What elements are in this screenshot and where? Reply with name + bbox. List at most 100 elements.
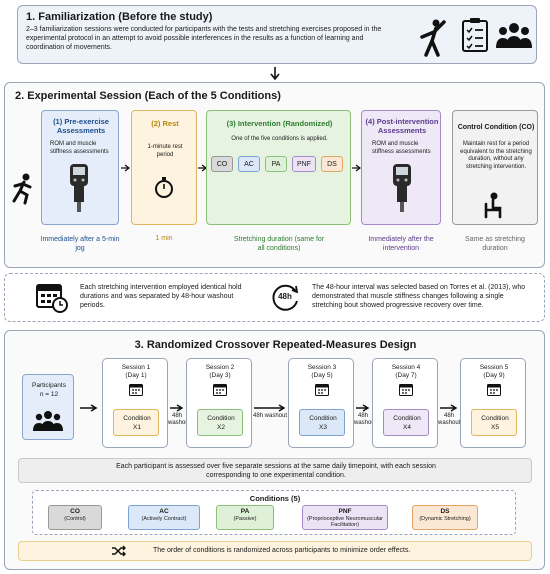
cycle-48h-label: 48h bbox=[278, 292, 292, 301]
group-icon bbox=[496, 23, 532, 48]
stiffness-meter-icon-2 bbox=[393, 164, 411, 212]
summary-bar: Each participant is assessed over five s… bbox=[18, 458, 532, 483]
condition-code: X3 bbox=[319, 424, 327, 431]
calendar-icon bbox=[487, 384, 501, 396]
condition-pnf: PNF (Proprioceptive Neuromuscular Facili… bbox=[302, 505, 388, 530]
condition-code: X1 bbox=[133, 424, 141, 431]
conditions-title: Conditions (5) bbox=[249, 494, 301, 503]
condition-label: Condition bbox=[481, 415, 509, 422]
control-caption: Same as stretching duration bbox=[465, 236, 525, 253]
arrow-participants bbox=[80, 404, 98, 412]
condition-code: X5 bbox=[491, 424, 499, 431]
control-title: Control Condition (CO) bbox=[457, 124, 535, 131]
session-name: Session 3 bbox=[307, 364, 337, 371]
crossover-title: 3. Randomized Crossover Repeated-Measure… bbox=[134, 339, 417, 351]
pre-exercise-desc: ROM and muscle stiffness assessments bbox=[50, 141, 109, 155]
session-card: Session 3 (Day 5) Condition X3 bbox=[288, 358, 354, 448]
condition-name: (Dynamic Stretching) bbox=[419, 516, 471, 523]
intervention-desc: One of the five conditions is applied. bbox=[231, 136, 328, 142]
session-day: (Day 5) bbox=[311, 372, 333, 379]
condition-name: (Passive) bbox=[233, 516, 257, 523]
condition-ds: DS (Dynamic Stretching) bbox=[412, 505, 478, 530]
condition-pa: PA (Passive) bbox=[216, 505, 274, 530]
washout-label: 48h washout bbox=[252, 413, 288, 419]
post-intervention-title: (4) Post-intervention Assessments bbox=[365, 117, 439, 136]
condition-label: Condition bbox=[393, 415, 421, 422]
chip-co: CO bbox=[211, 156, 233, 172]
seated-person-icon bbox=[484, 192, 502, 219]
control-desc: Maintain rest for a period equivalent to… bbox=[460, 141, 532, 170]
session-day: (Day 1) bbox=[125, 372, 147, 379]
notes-panel bbox=[4, 273, 545, 322]
session-condition-box: Condition X3 bbox=[299, 409, 345, 436]
rest-desc: 1-minute rest period bbox=[147, 144, 183, 158]
post-intervention-desc: ROM and muscle stiffness assessments bbox=[372, 141, 431, 155]
stopwatch-icon bbox=[155, 177, 173, 198]
session-name: Session 2 bbox=[205, 364, 235, 371]
chip-pnf: PNF bbox=[292, 156, 316, 172]
runner-icon bbox=[12, 173, 32, 205]
shuffle-icon bbox=[112, 545, 126, 557]
condition-code: X2 bbox=[217, 424, 225, 431]
pre-exercise-caption: Immediately after a 5-min jog bbox=[40, 236, 120, 253]
footer-bar: The order of conditions is randomized ac… bbox=[18, 541, 532, 561]
checklist-icon bbox=[462, 18, 488, 52]
cycle-48h-icon bbox=[272, 284, 299, 311]
session-card: Session 5 (Day 9) Condition X5 bbox=[460, 358, 526, 448]
condition-ac: AC (Actively Contract) bbox=[128, 505, 200, 530]
rest-title: (2) Rest bbox=[151, 119, 179, 128]
condition-name: (Actively Contract) bbox=[141, 516, 187, 523]
session-condition-box: Condition X2 bbox=[197, 409, 243, 436]
session-condition-box: Condition X1 bbox=[113, 409, 159, 436]
condition-code: CO bbox=[70, 508, 80, 515]
calendar-icon bbox=[129, 384, 143, 396]
session-card: Session 1 (Day 1) Condition X1 bbox=[102, 358, 168, 448]
experimental-title: 2. Experimental Session (Each of the 5 C… bbox=[15, 90, 281, 102]
condition-code: AC bbox=[159, 508, 169, 515]
session-arrow bbox=[254, 404, 286, 412]
condition-co: CO (Control) bbox=[48, 505, 102, 530]
condition-name: (Proprioceptive Neuromuscular Facilitati… bbox=[307, 516, 383, 529]
rest-caption: 1 min bbox=[155, 235, 173, 242]
session-day: (Day 9) bbox=[483, 372, 505, 379]
participants-group-icon bbox=[33, 411, 63, 431]
stretching-person-icon bbox=[420, 19, 446, 57]
condition-name: (Control) bbox=[64, 516, 86, 523]
washout-label: 48h washout bbox=[354, 413, 377, 427]
session-arrow bbox=[356, 404, 370, 412]
summary-text: Each participant is assessed over five s… bbox=[116, 463, 436, 480]
familiarization-text: 2–3 familiarization sessions were conduc… bbox=[26, 26, 382, 51]
familiarization-panel: 1. Familiarization (Before the study) 2–… bbox=[17, 5, 537, 64]
session-card: Session 2 (Day 3) Condition X2 bbox=[186, 358, 252, 448]
condition-label: Condition bbox=[309, 415, 337, 422]
condition-label: Condition bbox=[123, 415, 151, 422]
participants-label: Participants bbox=[32, 382, 66, 389]
calendar-icon bbox=[399, 384, 413, 396]
session-condition-box: Condition X4 bbox=[383, 409, 429, 436]
post-intervention-caption: Immediately after the intervention bbox=[368, 236, 434, 253]
footer-text: The order of conditions is randomized ac… bbox=[153, 547, 411, 554]
chip-pa: PA bbox=[265, 156, 287, 172]
notes-right-text: The 48-hour interval was selected based … bbox=[312, 284, 526, 309]
condition-code: X4 bbox=[403, 424, 411, 431]
notes-left-text: Each stretching intervention employed id… bbox=[80, 284, 242, 309]
session-name: Session 5 bbox=[479, 364, 509, 371]
pre-exercise-title: (1) Pre-exercise Assessments bbox=[53, 117, 109, 136]
condition-code: PNF bbox=[338, 508, 352, 515]
session-name: Session 4 bbox=[391, 364, 421, 371]
session-arrow bbox=[170, 404, 184, 412]
pre-exercise-box: (1) Pre-exercise Assessments ROM and mus… bbox=[41, 110, 119, 225]
washout-label: 48h washout bbox=[168, 413, 191, 427]
condition-label: Condition bbox=[207, 415, 235, 422]
calendar-icon bbox=[315, 384, 329, 396]
washout-label: 48h washout bbox=[438, 413, 461, 427]
intervention-caption: Stretching duration (same for all condit… bbox=[233, 236, 325, 253]
participants-count: n = 12 bbox=[39, 391, 59, 398]
chip-ds: DS bbox=[321, 156, 343, 172]
session-card: Session 4 (Day 7) Condition X4 bbox=[372, 358, 438, 448]
arrow-pre-rest bbox=[121, 164, 130, 172]
condition-code: PA bbox=[240, 508, 250, 515]
chip-ac: AC bbox=[238, 156, 260, 172]
familiarization-title: 1. Familiarization (Before the study) bbox=[26, 11, 213, 23]
session-day: (Day 3) bbox=[209, 372, 231, 379]
